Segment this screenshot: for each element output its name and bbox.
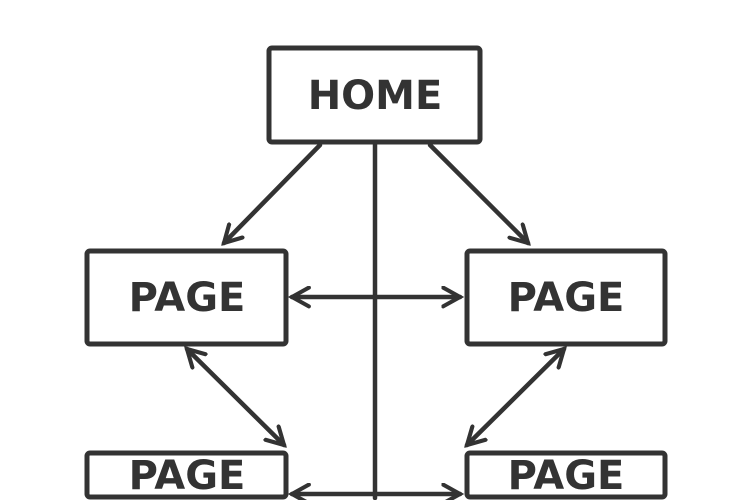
arrow-home-to-left-page xyxy=(224,142,323,243)
arrow-home-to-right-page xyxy=(427,142,528,243)
node-page-bottom-left: PAGE xyxy=(84,450,289,500)
node-page-bottom-right: PAGE xyxy=(464,450,668,500)
node-label: PAGE xyxy=(129,453,246,499)
node-page-top-left: PAGE xyxy=(84,248,289,347)
node-label: PAGE xyxy=(508,453,625,499)
node-label: PAGE xyxy=(508,275,625,321)
node-home: HOME xyxy=(266,45,483,145)
node-label: HOME xyxy=(308,73,443,119)
double-arrow-right-pages xyxy=(467,349,564,445)
node-page-top-right: PAGE xyxy=(464,248,668,347)
double-arrow-left-pages xyxy=(187,349,284,445)
node-label: PAGE xyxy=(129,275,246,321)
